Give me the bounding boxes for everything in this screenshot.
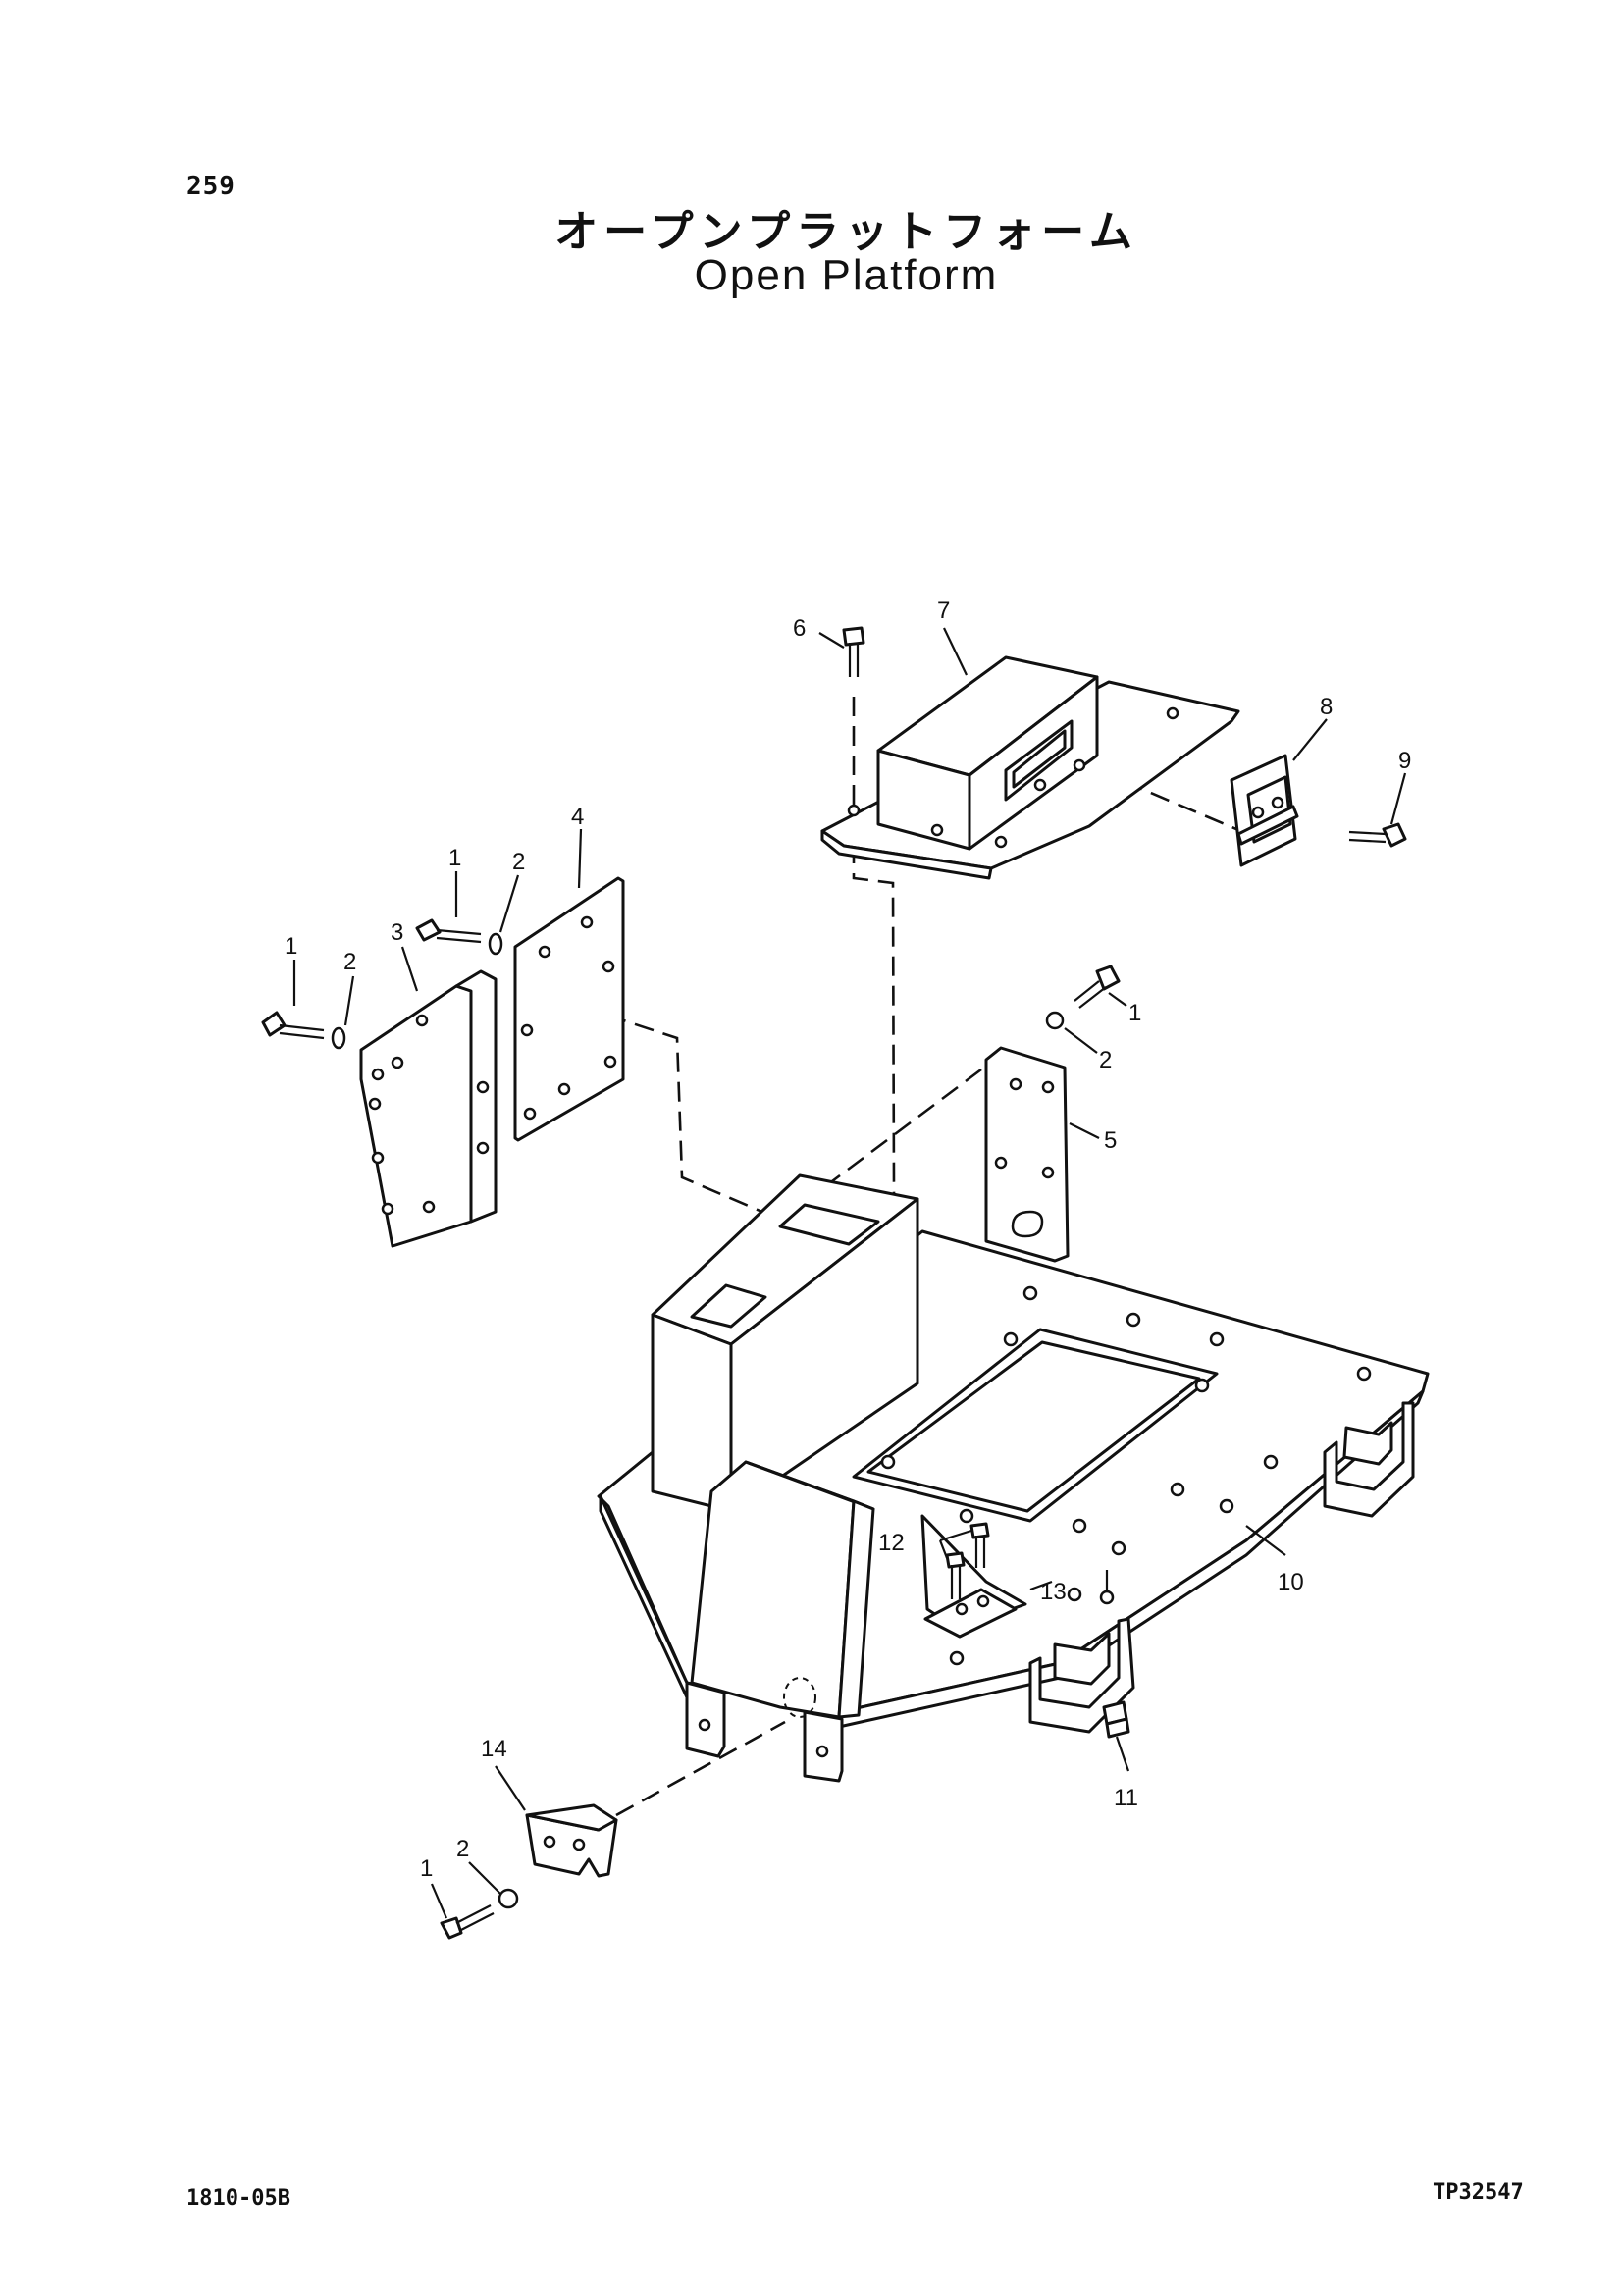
- callout-2-bottom: 2: [456, 1836, 469, 1862]
- assembly-dashed-lines: [578, 697, 1237, 1817]
- bolts-12: [945, 1522, 990, 1599]
- callout-5: 5: [1104, 1127, 1117, 1154]
- part-13-clip-plate: [920, 1514, 1027, 1639]
- bolts: [261, 626, 1407, 1940]
- title-english: Open Platform: [694, 251, 999, 299]
- bolt-1-right: [1074, 965, 1121, 1009]
- page-number: 259: [186, 172, 236, 201]
- callout-2-upper: 2: [512, 849, 525, 875]
- part-8-hinge: [1230, 754, 1299, 867]
- bolt-1-left: [261, 1011, 325, 1040]
- callout-12: 12: [878, 1530, 905, 1556]
- part-14-small-bracket: [525, 1803, 618, 1878]
- console-box: [651, 1173, 919, 1719]
- part-4-side-plate: [513, 876, 625, 1142]
- callout-6: 6: [793, 615, 806, 642]
- callout-1-upper: 1: [448, 845, 461, 871]
- callout-leaders: [292, 627, 1407, 1919]
- part-3-side-bracket: [359, 969, 498, 1248]
- callout-3: 3: [391, 919, 403, 946]
- callout-13: 13: [1040, 1579, 1067, 1605]
- part-7-upper-cover: [820, 655, 1240, 880]
- callout-11: 11: [1114, 1785, 1138, 1811]
- callout-2-right: 2: [1099, 1047, 1112, 1073]
- title-japanese: オープンプラットフォーム: [554, 207, 1138, 257]
- footer-drawing-code: 1810-05B: [186, 2186, 290, 2211]
- callout-14: 14: [481, 1736, 507, 1762]
- callout-1-bottom: 1: [420, 1855, 433, 1882]
- callout-4: 4: [571, 804, 584, 830]
- bolt-1-bottom: [440, 1904, 495, 1940]
- footer-tp-number: TP32547: [1433, 2180, 1524, 2205]
- bolt-1-upper: [415, 918, 482, 944]
- callout-labels: 1 1 1 1 2 2 2 2 3 4 5 6 7 8 9 10 11 12 1…: [285, 598, 1411, 1882]
- bolt-9: [1348, 822, 1407, 848]
- callout-1-right: 1: [1128, 1000, 1141, 1026]
- callout-7: 7: [937, 598, 950, 624]
- callout-9: 9: [1398, 748, 1411, 774]
- washers: [331, 932, 1115, 1909]
- pin-11: [1102, 1700, 1130, 1739]
- part-5-plate: [984, 1046, 1070, 1263]
- bolt-6: [842, 626, 865, 677]
- callout-8: 8: [1320, 694, 1333, 720]
- callout-2-left: 2: [343, 949, 356, 975]
- callout-10: 10: [1278, 1569, 1304, 1595]
- callout-1-left: 1: [285, 933, 297, 960]
